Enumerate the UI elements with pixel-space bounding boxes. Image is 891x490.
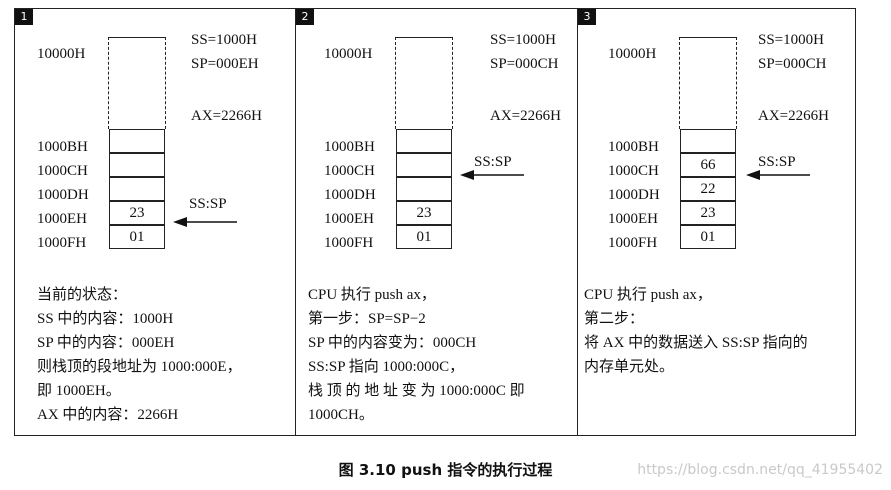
address-label: 1000BH <box>37 139 88 155</box>
step-description: CPU 执行 push ax， 第二步： 将 AX 中的数据送入 SS:SP 指… <box>584 283 808 379</box>
panel-number: 3 <box>578 9 596 25</box>
ss-register: SS=1000H <box>490 32 556 48</box>
sp-register: SP=000CH <box>490 56 559 72</box>
sp-register: SP=000CH <box>758 56 827 72</box>
desc-line: AX 中的内容：2266H <box>37 407 179 423</box>
address-label: 1000FH <box>324 235 374 251</box>
address-label: 1000CH <box>324 163 375 179</box>
address-label: 1000CH <box>608 163 659 179</box>
memory-cell <box>396 177 452 201</box>
memory-gap <box>679 37 737 129</box>
ss-register: SS=1000H <box>191 32 257 48</box>
address-label: 1000DH <box>608 187 660 203</box>
ax-register: AX=2266H <box>191 108 262 124</box>
address-label: 1000FH <box>37 235 87 251</box>
panel-step-3: 3 10000H SS=1000H SP=000CH AX=2266H 66 2… <box>577 9 856 435</box>
ss-register: SS=1000H <box>758 32 824 48</box>
address-label: 1000BH <box>608 139 659 155</box>
desc-line: SP 中的内容：000EH <box>37 335 175 351</box>
memory-cell <box>109 177 165 201</box>
memory-cell <box>396 153 452 177</box>
figure-caption: 图 3.10 push 指令的执行过程 <box>338 461 553 479</box>
ax-register: AX=2266H <box>490 108 561 124</box>
watermark-url: https://blog.csdn.net/qq_41955402 <box>637 462 883 478</box>
ax-register: AX=2266H <box>758 108 829 124</box>
desc-line: SS 中的内容：1000H <box>37 311 174 327</box>
pointer-arrow-icon <box>460 170 524 180</box>
panel-number: 2 <box>296 9 314 25</box>
desc-line: 第一步：SP=SP−2 <box>308 311 426 327</box>
top-address-label: 10000H <box>608 46 657 62</box>
memory-cell: 22 <box>680 177 736 201</box>
pointer-label: SS:SP <box>474 154 512 170</box>
desc-line: 将 AX 中的数据送入 SS:SP 指向的 <box>584 335 808 351</box>
step-description: CPU 执行 push ax， 第一步：SP=SP−2 SP 中的内容变为：00… <box>308 283 525 427</box>
address-label: 1000DH <box>37 187 89 203</box>
address-label: 1000EH <box>37 211 87 227</box>
pointer-label: SS:SP <box>189 196 227 212</box>
pointer-arrow-icon <box>173 217 237 227</box>
memory-gap <box>395 37 453 129</box>
panel-step-1: 1 10000H SS=1000H SP=000EH AX=2266H 23 0… <box>15 9 295 435</box>
desc-line: CPU 执行 push ax， <box>584 287 712 303</box>
memory-cell: 01 <box>396 225 452 249</box>
desc-line: SP 中的内容变为：000CH <box>308 335 477 351</box>
desc-line: CPU 执行 push ax， <box>308 287 436 303</box>
sp-register: SP=000EH <box>191 56 259 72</box>
top-address-label: 10000H <box>37 46 86 62</box>
memory-gap <box>108 37 166 129</box>
step-description: 当前的状态： SS 中的内容：1000H SP 中的内容：000EH 则栈顶的段… <box>37 283 242 427</box>
desc-line: 第二步： <box>584 311 645 327</box>
address-label: 1000EH <box>608 211 658 227</box>
memory-cell: 66 <box>680 153 736 177</box>
desc-line: 即 1000EH。 <box>37 383 121 399</box>
address-label: 1000CH <box>37 163 88 179</box>
memory-cell: 23 <box>680 201 736 225</box>
top-address-label: 10000H <box>324 46 373 62</box>
address-label: 1000DH <box>324 187 376 203</box>
desc-line: 当前的状态： <box>37 287 128 303</box>
memory-cell: 23 <box>396 201 452 225</box>
memory-cell: 23 <box>109 201 165 225</box>
memory-cell <box>109 129 165 153</box>
desc-line: SS:SP 指向 1000:000C， <box>308 359 465 375</box>
memory-cell <box>680 129 736 153</box>
pointer-arrow-icon <box>746 170 810 180</box>
memory-cell: 01 <box>680 225 736 249</box>
panel-step-2: 2 10000H SS=1000H SP=000CH AX=2266H 23 0… <box>295 9 578 435</box>
pointer-label: SS:SP <box>758 154 796 170</box>
panel-number: 1 <box>15 9 33 25</box>
push-figure: 1 10000H SS=1000H SP=000EH AX=2266H 23 0… <box>14 8 856 436</box>
memory-cell: 01 <box>109 225 165 249</box>
desc-line: 则栈顶的段地址为 1000:000E， <box>37 359 242 375</box>
desc-line: 1000CH。 <box>308 407 374 423</box>
address-label: 1000BH <box>324 139 375 155</box>
memory-cell <box>109 153 165 177</box>
address-label: 1000EH <box>324 211 374 227</box>
desc-line: 栈 顶 的 地 址 变 为 1000:000C 即 <box>308 383 525 399</box>
desc-line: 内存单元处。 <box>584 359 675 375</box>
memory-cell <box>396 129 452 153</box>
address-label: 1000FH <box>608 235 658 251</box>
